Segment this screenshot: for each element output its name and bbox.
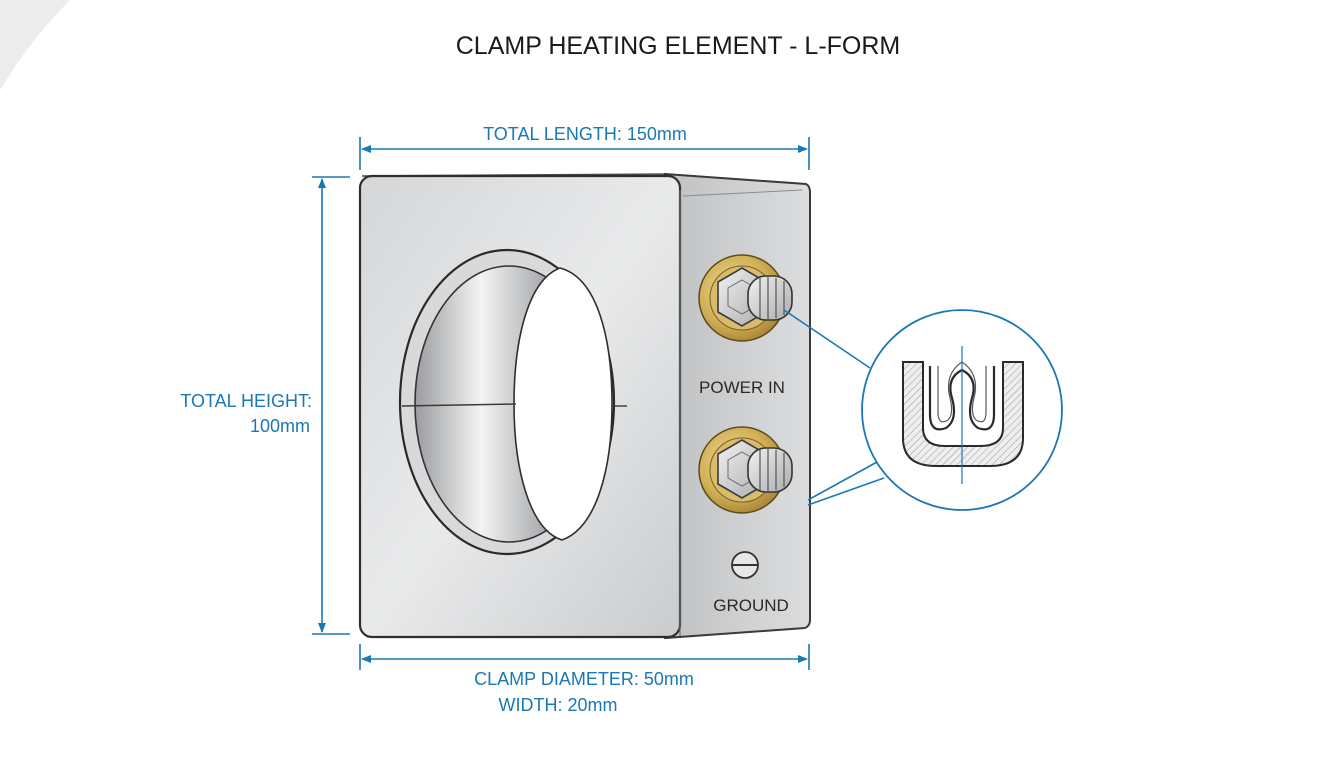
ground-screw-icon bbox=[731, 551, 759, 579]
diagram-title: CLAMP HEATING ELEMENT - L-FORM bbox=[456, 32, 901, 60]
clamp-ring bbox=[398, 248, 627, 556]
total-height-label: TOTAL HEIGHT: bbox=[180, 391, 312, 411]
width-label: WIDTH: 20mm bbox=[499, 695, 618, 715]
power-terminal bbox=[698, 254, 793, 342]
dimension-lines bbox=[312, 137, 885, 670]
u-form-cross-section-icon bbox=[902, 361, 1024, 467]
power-in-label: POWER IN bbox=[699, 378, 785, 397]
corner-shade bbox=[0, 0, 70, 90]
total-height-value: 100mm bbox=[250, 416, 310, 436]
cross-section-detail bbox=[861, 309, 1063, 511]
total-length-label: TOTAL LENGTH: 150mm bbox=[483, 124, 687, 144]
clamp-diameter-label: CLAMP DIAMETER: 50mm bbox=[474, 669, 694, 689]
ground-label: GROUND bbox=[713, 596, 789, 615]
power-terminal-2 bbox=[698, 426, 793, 514]
